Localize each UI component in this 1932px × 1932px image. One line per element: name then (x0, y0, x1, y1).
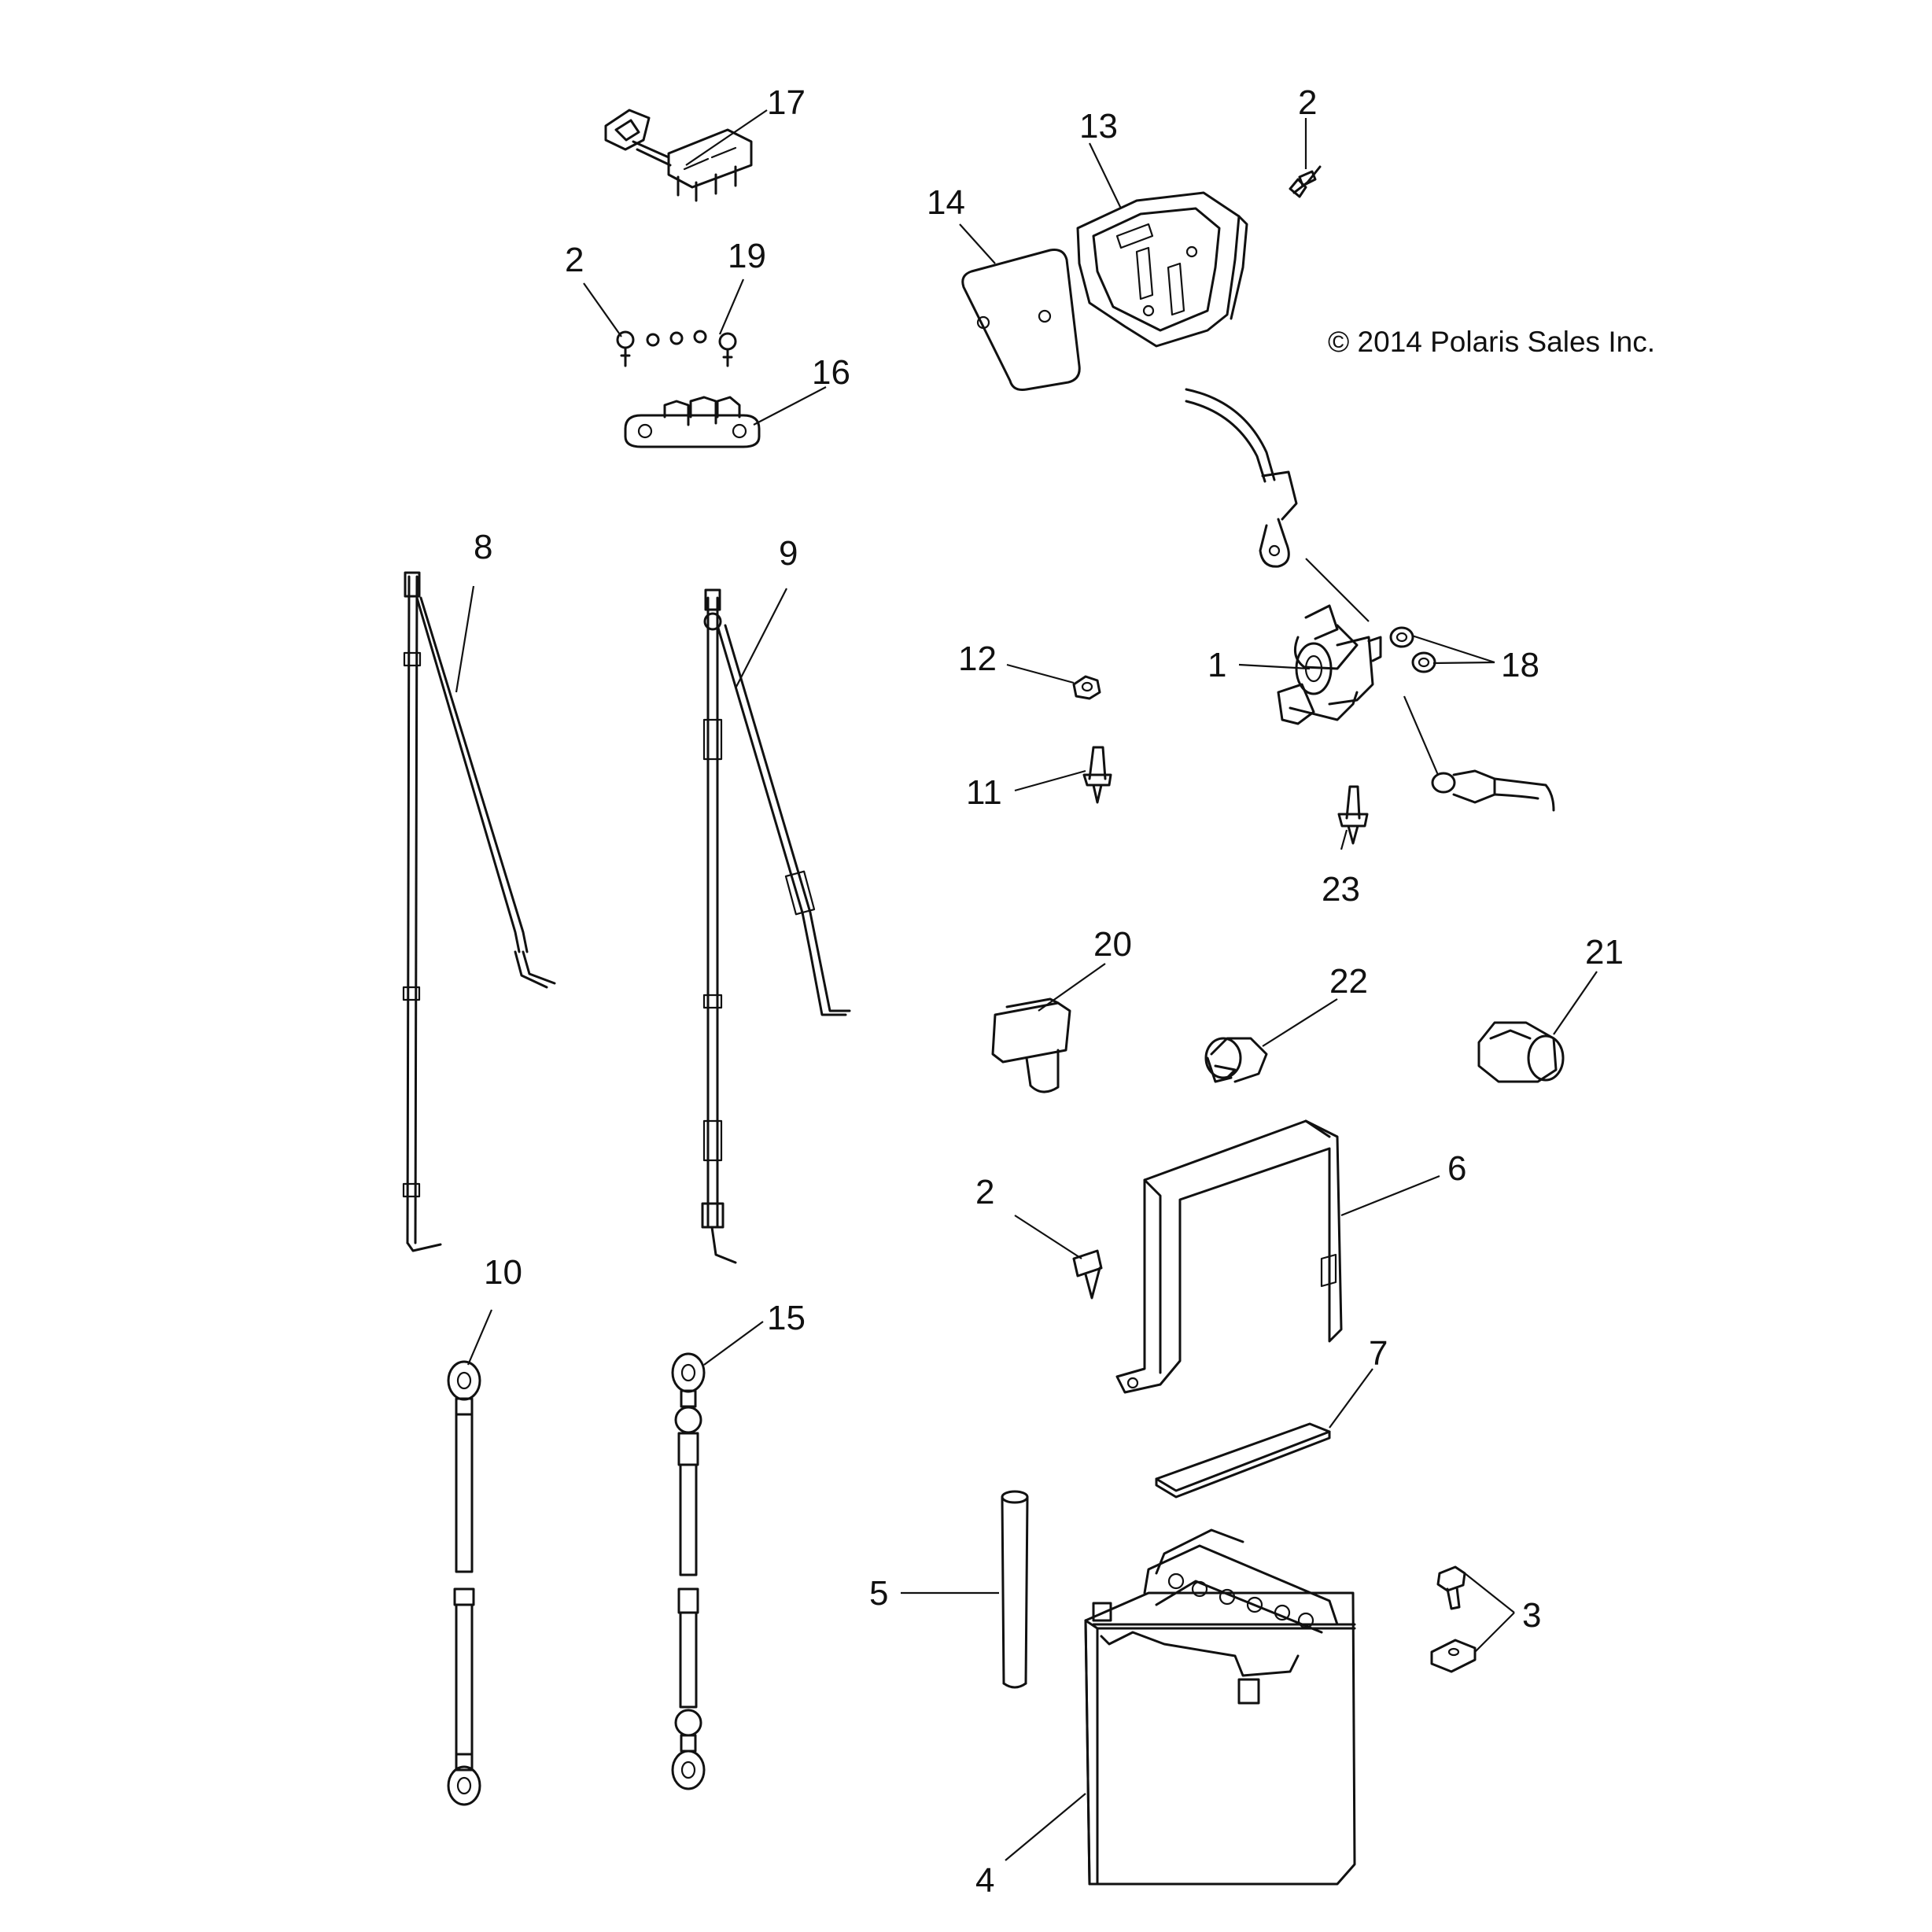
part-2-screw-lower (1072, 1249, 1103, 1300)
leader-lines (455, 109, 1598, 1861)
callout-21: 21 (1585, 933, 1624, 972)
callout-2-lower: 2 (975, 1173, 994, 1211)
part-2-screws-and-19-nuts (616, 330, 737, 367)
part-5-vent-tube (1001, 1490, 1029, 1689)
callout-7: 7 (1369, 1334, 1388, 1373)
part-14-cover-plate (961, 249, 1081, 391)
callout-14: 14 (927, 183, 965, 222)
part-17-tether-cap (604, 109, 753, 202)
callout-3: 3 (1522, 1596, 1541, 1635)
copyright-notice: © 2014 Polaris Sales Inc. (1328, 326, 1655, 358)
part-10-cable (447, 1360, 481, 1806)
callout-5: 5 (869, 1574, 888, 1613)
part-21-boot (1477, 1021, 1565, 1083)
part-16-terminal-block (624, 396, 761, 448)
callout-23: 23 (1322, 870, 1360, 909)
part-4-battery (1084, 1528, 1356, 1886)
part-11-bolt (1082, 746, 1112, 804)
callout-13: 13 (1079, 107, 1118, 146)
callout-11: 11 (966, 773, 1002, 812)
callout-17: 17 (767, 83, 806, 122)
cable-lug-lower (1431, 769, 1555, 812)
part-7-pad (1155, 1422, 1331, 1499)
callout-22: 22 (1329, 962, 1368, 1001)
callout-labels: 17 2 13 14 2 19 16 8 9 12 1 18 11 23 20 … (474, 83, 1624, 1900)
callout-20: 20 (1093, 925, 1132, 964)
part-12-nut (1072, 675, 1101, 700)
callout-19: 19 (728, 237, 766, 275)
callout-18: 18 (1501, 646, 1539, 684)
part-3-screw-and-clip (1430, 1565, 1477, 1673)
part-23-bolt (1337, 785, 1369, 845)
part-15-cable (671, 1352, 706, 1790)
part-13-housing (1076, 191, 1248, 348)
callout-6: 6 (1447, 1149, 1466, 1188)
part-22-boot (1204, 1037, 1268, 1083)
part-6-bracket (1115, 1119, 1343, 1394)
callout-1: 1 (1208, 646, 1226, 684)
part-18-nuts (1389, 626, 1436, 673)
callout-9: 9 (779, 534, 798, 573)
callout-10: 10 (484, 1253, 522, 1292)
callout-16: 16 (812, 353, 850, 392)
part-2-screw-top-right (1289, 165, 1322, 198)
part-9-harness (701, 588, 851, 1264)
callout-4: 4 (975, 1861, 994, 1900)
callout-12: 12 (958, 640, 997, 678)
callout-15: 15 (767, 1299, 806, 1337)
part-8-harness (402, 571, 556, 1252)
callout-2-top-left: 2 (565, 241, 584, 279)
part-20-boot (991, 997, 1071, 1093)
callout-8: 8 (474, 528, 492, 566)
callout-2-top-right: 2 (1298, 83, 1317, 122)
